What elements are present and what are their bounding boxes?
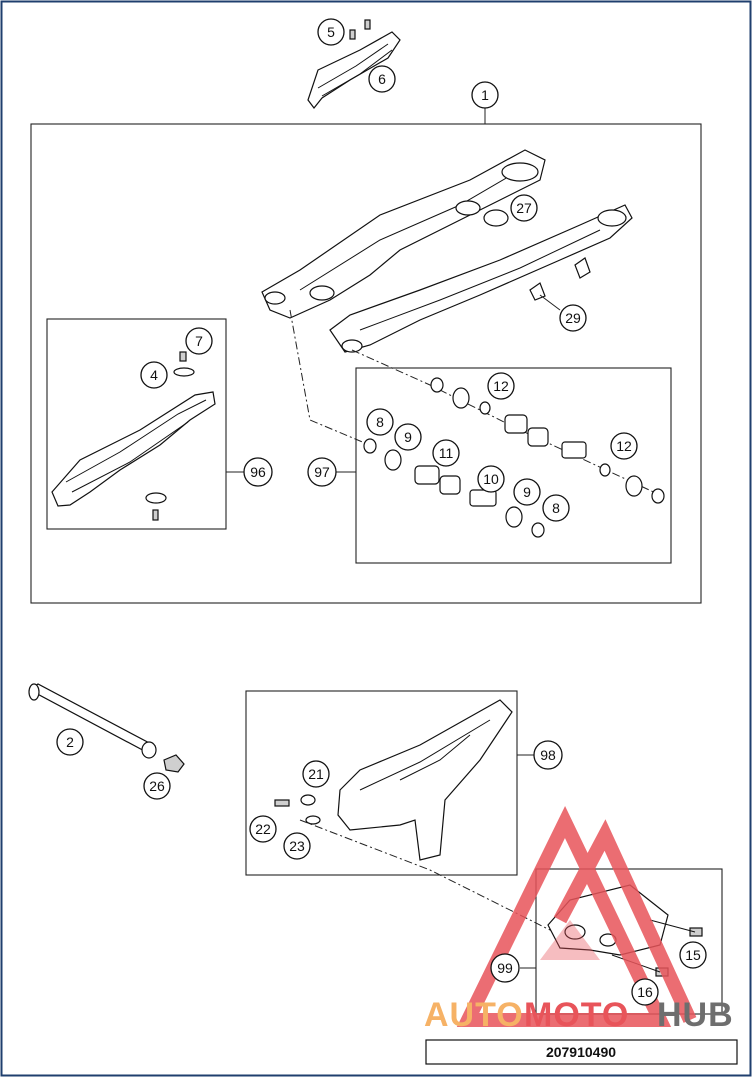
callout-11: 11 xyxy=(432,439,460,467)
svg-text:16: 16 xyxy=(637,984,653,1000)
svg-text:4: 4 xyxy=(150,367,158,383)
automotohub-watermark-logo xyxy=(456,805,697,1027)
svg-text:5: 5 xyxy=(327,24,335,40)
svg-text:11: 11 xyxy=(439,445,454,461)
svg-text:97: 97 xyxy=(314,464,330,480)
leader-29 xyxy=(539,294,561,311)
callout-5: 5 xyxy=(317,18,345,46)
callout-1: 1 xyxy=(471,81,499,109)
swingarm-axle xyxy=(28,683,185,773)
svg-text:1: 1 xyxy=(481,87,489,103)
chain-slider-top xyxy=(307,19,401,109)
box-chain-guard-96 xyxy=(46,318,227,530)
svg-text:99: 99 xyxy=(497,960,513,976)
callout-99: 99 xyxy=(490,953,520,983)
watermark-text-part1: AUTO xyxy=(424,996,524,1034)
svg-text:9: 9 xyxy=(523,484,531,500)
callout-29: 29 xyxy=(559,304,587,332)
callout-9-right: 9 xyxy=(513,478,541,506)
callout-15: 15 xyxy=(679,941,707,969)
box-chain-guide-98 xyxy=(245,690,518,876)
svg-text:29: 29 xyxy=(565,310,581,326)
svg-text:23: 23 xyxy=(289,838,305,854)
swingarm xyxy=(261,149,633,353)
callout-16: 16 xyxy=(631,978,659,1006)
callout-21: 21 xyxy=(302,760,330,788)
svg-text:26: 26 xyxy=(149,778,165,794)
box-bearing-kit-97 xyxy=(355,367,672,564)
svg-text:22: 22 xyxy=(255,821,271,837)
callout-26: 26 xyxy=(143,772,171,800)
svg-text:9: 9 xyxy=(404,429,412,445)
callout-7: 7 xyxy=(185,327,213,355)
callout-4: 4 xyxy=(140,361,168,389)
callout-8-left: 8 xyxy=(366,408,394,436)
svg-text:2: 2 xyxy=(66,734,74,750)
svg-text:15: 15 xyxy=(685,947,701,963)
svg-text:27: 27 xyxy=(516,200,532,216)
bearing-parts xyxy=(363,377,665,538)
svg-text:10: 10 xyxy=(483,471,499,487)
callout-98: 98 xyxy=(533,740,563,770)
svg-text:21: 21 xyxy=(308,766,324,782)
watermark-text-part2: MOTO xyxy=(524,996,629,1034)
svg-text:96: 96 xyxy=(250,464,266,480)
callout-10: 10 xyxy=(477,465,505,493)
svg-text:8: 8 xyxy=(552,500,560,516)
axis-line-left xyxy=(289,309,373,447)
svg-text:8: 8 xyxy=(376,414,384,430)
watermark-text-part3: HUB xyxy=(657,996,734,1034)
callout-8-right: 8 xyxy=(542,494,570,522)
chain-guard xyxy=(51,351,216,521)
callout-12-right: 12 xyxy=(610,432,638,460)
callout-97: 97 xyxy=(307,457,337,487)
box-swingarm-assembly xyxy=(30,123,702,604)
svg-text:12: 12 xyxy=(616,438,632,454)
svg-text:12: 12 xyxy=(493,378,509,394)
drawing-code: 207910490 xyxy=(546,1044,616,1060)
chain-roller-27 xyxy=(483,209,509,227)
callout-22: 22 xyxy=(249,815,277,843)
callout-27: 27 xyxy=(510,194,538,222)
callout-96: 96 xyxy=(243,457,273,487)
svg-text:98: 98 xyxy=(540,747,556,763)
svg-text:7: 7 xyxy=(195,333,203,349)
drawing-code-box xyxy=(425,1039,738,1065)
callout-6: 6 xyxy=(368,65,396,93)
callout-9-left: 9 xyxy=(394,423,422,451)
axis-line-right xyxy=(351,349,661,496)
chain-guide xyxy=(274,699,513,861)
callout-2: 2 xyxy=(56,728,84,756)
callout-12-top: 12 xyxy=(487,372,515,400)
callout-23: 23 xyxy=(283,832,311,860)
svg-text:6: 6 xyxy=(378,71,386,87)
